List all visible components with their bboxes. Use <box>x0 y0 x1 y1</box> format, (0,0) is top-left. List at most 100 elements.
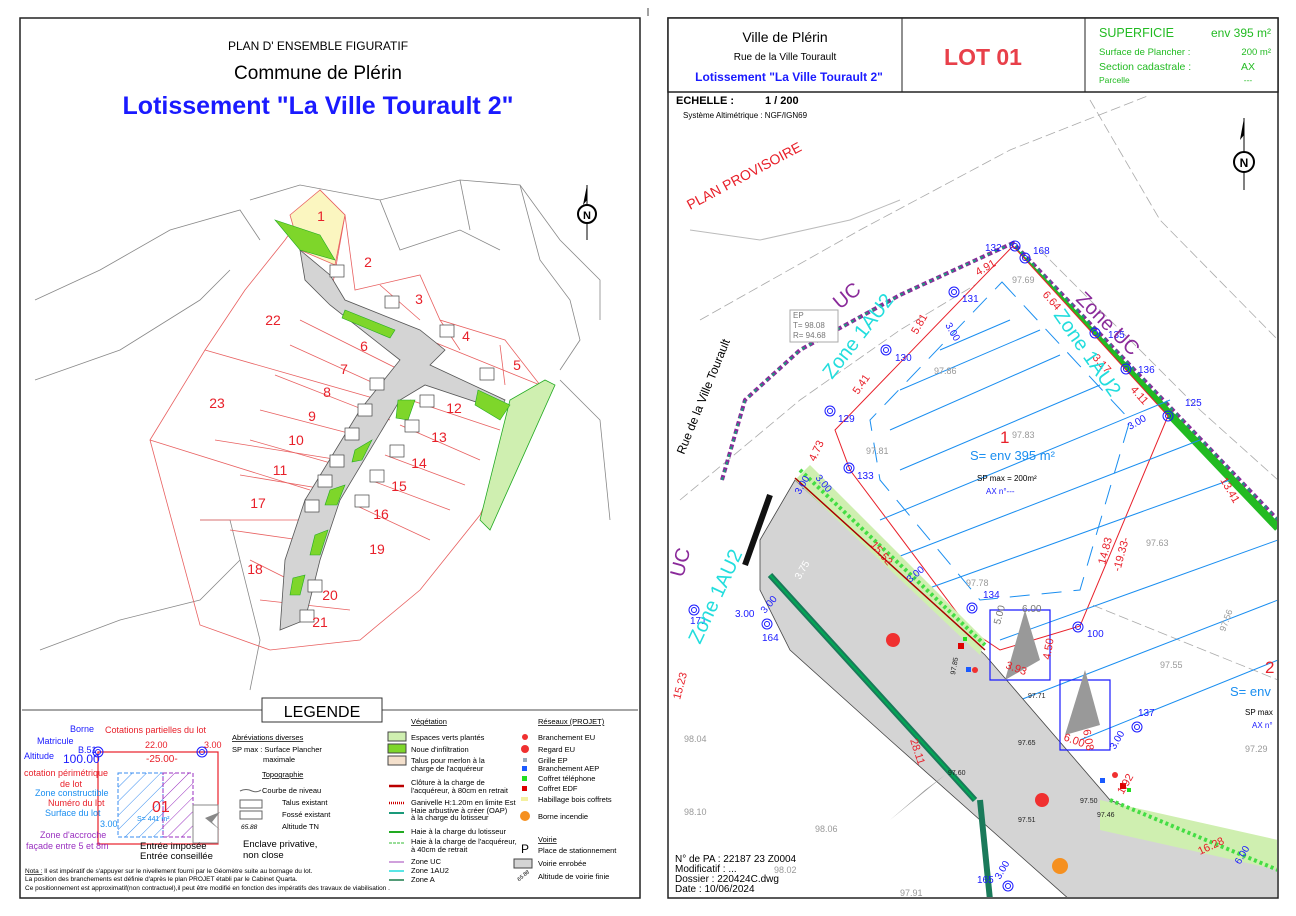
svg-text:3.00: 3.00 <box>735 609 755 620</box>
svg-text:Zone d'accroche: Zone d'accroche <box>40 830 106 840</box>
legend: LEGENDE Borne Matricule B.51 Altitude 10… <box>22 697 638 892</box>
lot-label[interactable]: 2 <box>364 254 372 270</box>
svg-text:-25.00-: -25.00- <box>146 754 178 765</box>
regard-eu-icon <box>886 633 900 647</box>
svg-text:125: 125 <box>1185 398 1202 409</box>
svg-text:137: 137 <box>1138 708 1155 719</box>
lot-label[interactable]: 7 <box>340 361 348 377</box>
svg-text:Regard EU: Regard EU <box>538 745 575 754</box>
lot-1-label[interactable]: 1 S= env 395 m² SP max = 200m² AX n°--- <box>970 428 1056 496</box>
lot-numbers: 1 2 3 4 5 6 7 8 9 10 11 12 13 14 15 16 1… <box>209 208 521 630</box>
svg-text:à 40cm de retrait: à 40cm de retrait <box>411 845 468 854</box>
svg-text:Parcelle: Parcelle <box>1099 75 1130 85</box>
svg-text:Noue d'infiltration: Noue d'infiltration <box>411 745 469 754</box>
svg-text:Espaces verts plantés: Espaces verts plantés <box>411 733 485 742</box>
svg-text:98.10: 98.10 <box>684 807 707 817</box>
lot-label[interactable]: 13 <box>431 429 447 445</box>
lot-label[interactable]: 4 <box>462 328 470 344</box>
lot-label[interactable]: 6 <box>360 338 368 354</box>
svg-text:Enclave privative,: Enclave privative, <box>243 839 317 850</box>
svg-text:cotation périmétrique: cotation périmétrique <box>24 768 108 778</box>
svg-text:168: 168 <box>1033 246 1050 257</box>
lot-label[interactable]: 16 <box>373 506 389 522</box>
title-block: Ville de Plérin Rue de la Ville Tourault… <box>667 17 1279 93</box>
lot-label[interactable]: 8 <box>323 384 331 400</box>
svg-text:Branchement EU: Branchement EU <box>538 733 595 742</box>
lot-label[interactable]: 1 <box>317 208 325 224</box>
lot-label[interactable]: 23 <box>209 395 225 411</box>
lot-label[interactable]: 9 <box>308 408 316 424</box>
lot-label[interactable]: 12 <box>446 400 462 416</box>
svg-text:Zone A: Zone A <box>411 875 435 884</box>
svg-text:97.55: 97.55 <box>1160 660 1183 670</box>
lot-label[interactable]: 21 <box>312 614 328 630</box>
svg-text:Branchement AEP: Branchement AEP <box>538 764 599 773</box>
scale-label: ECHELLE : <box>676 95 734 107</box>
svg-text:Borne: Borne <box>70 724 94 734</box>
svg-text:S= env: S= env <box>1230 684 1271 699</box>
lot-2-label[interactable]: 2 S= env SP max AX n° <box>1230 658 1274 730</box>
svg-text:Zone constructible: Zone constructible <box>35 788 109 798</box>
legend-example: Borne Matricule B.51 Altitude 100.00 Cot… <box>24 724 317 862</box>
lot-label[interactable]: 19 <box>369 541 385 557</box>
svg-text:Haie à la charge de l'acquéreu: Haie à la charge de l'acquéreur, <box>411 837 517 846</box>
svg-text:Ganivelle H:1.20m en limite Es: Ganivelle H:1.20m en limite Est <box>411 798 517 807</box>
svg-text:165: 165 <box>977 875 994 886</box>
lot-label[interactable]: 11 <box>273 462 288 478</box>
plan-title: PLAN D' ENSEMBLE FIGURATIF <box>228 39 408 53</box>
altitudes: 97.69 97.86 97.81 97.83 97.63 97.78 97.5… <box>684 275 1268 897</box>
noues-infiltration <box>274 219 511 596</box>
lot-label[interactable]: 18 <box>247 561 263 577</box>
svg-text:env 395 m²: env 395 m² <box>1211 26 1271 40</box>
bornes <box>688 240 1174 892</box>
svg-text:Haie arbustive à créer (OAP): Haie arbustive à créer (OAP) <box>411 806 508 815</box>
lot-label[interactable]: 15 <box>391 478 407 494</box>
file-info: N° de PA : 22187 23 Z0004 Modificatif : … <box>672 852 797 895</box>
svg-text:SUPERFICIE: SUPERFICIE <box>1099 26 1174 40</box>
svg-text:Zone 1AU2: Zone 1AU2 <box>411 866 449 875</box>
svg-text:98.06: 98.06 <box>815 824 838 834</box>
svg-text:de lot: de lot <box>60 779 83 789</box>
borne-labels: 132 168 131 130 129 133 135 136 125 134 … <box>690 243 1202 886</box>
lot-label[interactable]: 17 <box>250 495 266 511</box>
svg-text:129: 129 <box>838 414 855 425</box>
svg-text:Zone UC: Zone UC <box>411 857 442 866</box>
lot-label[interactable]: 14 <box>411 455 427 471</box>
svg-text:97.63: 97.63 <box>1146 538 1169 548</box>
svg-text:98.02: 98.02 <box>774 865 797 875</box>
borne-incendie-icon <box>1052 858 1068 874</box>
legend-abbrev-topo: Abréviations diverses SP max : Surface P… <box>232 733 331 831</box>
svg-text:01: 01 <box>152 799 170 816</box>
svg-text:98.04: 98.04 <box>684 734 707 744</box>
green-strip-east <box>479 379 556 531</box>
svg-text:Clôture à la charge de: Clôture à la charge de <box>411 778 485 787</box>
svg-text:97.50: 97.50 <box>1080 798 1098 805</box>
lot-label[interactable]: 3 <box>415 291 423 307</box>
lot-label[interactable]: 22 <box>265 312 281 328</box>
lot-label[interactable]: 20 <box>322 587 338 603</box>
svg-text:N: N <box>1240 156 1249 170</box>
lot-label[interactable]: 5 <box>513 357 521 373</box>
ville: Ville de Plérin <box>742 29 827 45</box>
svg-text:Talus existant: Talus existant <box>282 798 328 807</box>
svg-text:Coffret téléphone: Coffret téléphone <box>538 774 595 783</box>
svg-text:130: 130 <box>895 353 912 364</box>
svg-text:Surface de Plancher :: Surface de Plancher : <box>1099 47 1190 58</box>
lot-label[interactable]: 10 <box>288 432 304 448</box>
svg-text:Réseaux (PROJET): Réseaux (PROJET) <box>538 717 605 726</box>
svg-text:22.00: 22.00 <box>145 740 168 750</box>
svg-text:SP max: SP max <box>1245 708 1273 717</box>
svg-text:charge de l'acquéreur: charge de l'acquéreur <box>411 764 484 773</box>
lotissement-title: Lotissement "La Ville Tourault 2" <box>123 92 514 120</box>
svg-text:3.00: 3.00 <box>204 740 222 750</box>
svg-text:Matricule: Matricule <box>37 736 74 746</box>
svg-text:Date : 10/06/2024: Date : 10/06/2024 <box>675 884 755 895</box>
commune-title: Commune de Plérin <box>234 63 402 84</box>
svg-text:EP: EP <box>793 311 804 320</box>
svg-text:Grille EP: Grille EP <box>538 756 568 765</box>
svg-text:S= 441 m²: S= 441 m² <box>137 816 170 823</box>
svg-text:Place de stationnement: Place de stationnement <box>538 846 617 855</box>
svg-text:100: 100 <box>1087 629 1104 640</box>
legend-nota: Nota : Il est impératif de s'appuyer sur… <box>25 868 390 892</box>
svg-text:4.50: 4.50 <box>1041 637 1057 660</box>
